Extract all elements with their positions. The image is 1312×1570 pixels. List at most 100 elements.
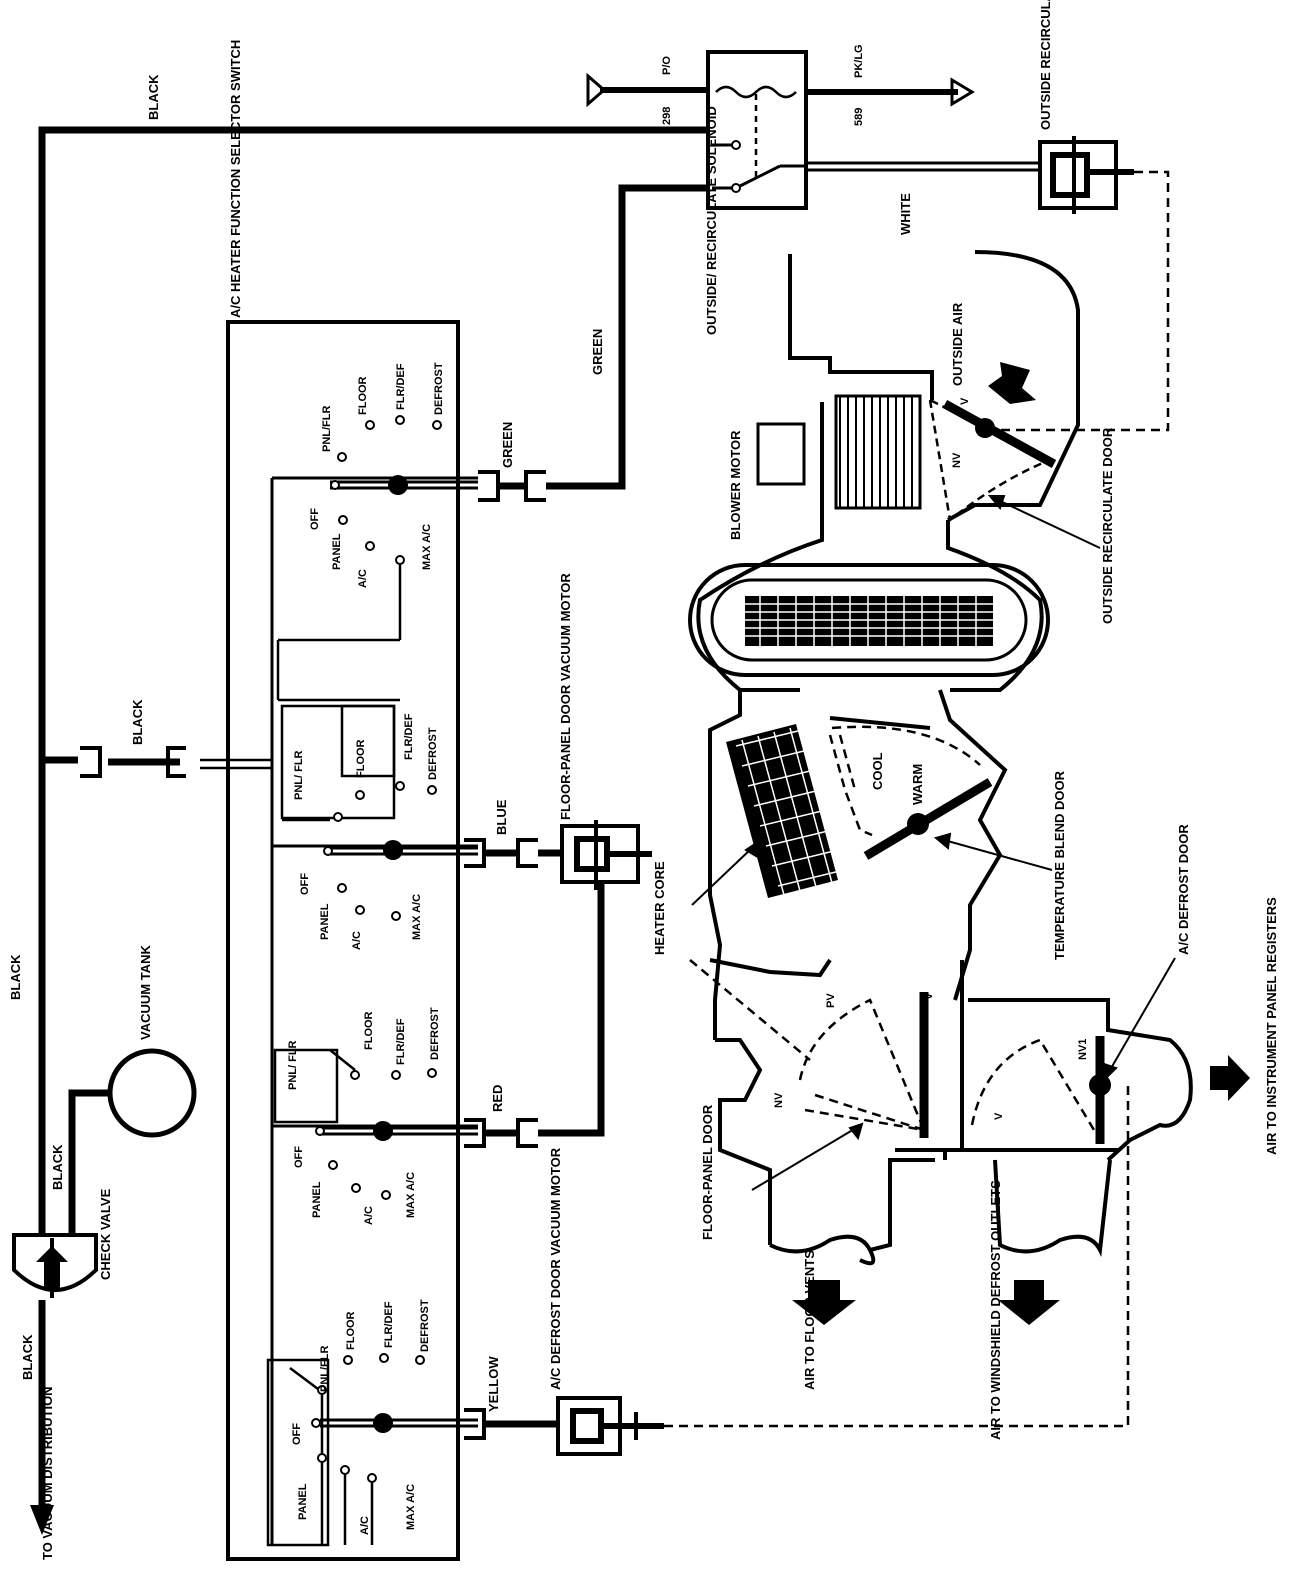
- sw3-panel: PANEL: [311, 1181, 323, 1218]
- sw1-max-ac: MAX A/C: [421, 524, 433, 570]
- label-green-line: GREEN: [590, 329, 605, 375]
- solenoid-wire-left: [586, 72, 708, 108]
- label-wire-right-color: PK/LG: [853, 44, 865, 78]
- sw2-off: OFF: [299, 873, 311, 895]
- sw1-pnl-flr: PNL/FLR: [321, 406, 333, 452]
- sw4-panel: PANEL: [297, 1483, 309, 1520]
- recirculate-door-linkage: [1000, 170, 1170, 432]
- label-air-windshield: AIR TO WINDSHIELD DEFROST OUTLETS: [988, 1180, 1003, 1440]
- defrost-door-linkage: [664, 1085, 1130, 1428]
- sw1-ac: A/C: [357, 569, 369, 588]
- blend-door-arc: [831, 725, 981, 766]
- label-floor-panel-door: FLOOR-PANEL DOOR: [700, 1104, 715, 1240]
- function-selector-switch: [226, 320, 478, 1561]
- blue-vacuum-line: [464, 838, 562, 868]
- mark-v-floor: V: [923, 992, 935, 1000]
- sw3-flr-def: FLR/DEF: [395, 1018, 407, 1065]
- label-cool: COOL: [870, 752, 885, 790]
- sw3-off: OFF: [293, 1146, 305, 1168]
- heater-core: [726, 724, 845, 898]
- sw3-floor: FLOOR: [363, 1011, 375, 1050]
- sw4-flr-def: FLR/DEF: [383, 1301, 395, 1348]
- mark-nv-floor: NV: [773, 1092, 785, 1108]
- sw3-defrost: DEFROST: [429, 1007, 441, 1060]
- sw1-floor: FLOOR: [357, 376, 369, 415]
- label-to-vacuum-distribution: TO VACUUM DISTRIBUTION: [40, 1386, 55, 1560]
- label-function-switch: A/C HEATER FUNCTION SELECTOR SWITCH: [228, 40, 243, 318]
- label-black-bottom: BLACK: [20, 1334, 35, 1380]
- sw4-pnl-flr: PNL/FLR: [319, 1346, 331, 1392]
- sw4-off: OFF: [291, 1423, 303, 1445]
- label-blue-port: BLUE: [494, 799, 509, 835]
- switch-position-markers: [311, 415, 442, 1483]
- sw1-flr-def: FLR/DEF: [395, 363, 407, 410]
- arrow-down-icon: [792, 1280, 856, 1325]
- yellow-vacuum-line: [464, 1408, 558, 1440]
- switch-port-lines: [320, 475, 478, 1433]
- label-check-valve: CHECK VALVE: [98, 1188, 113, 1280]
- sw2-max-ac: MAX A/C: [411, 894, 423, 940]
- sw4-ac: A/C: [359, 1516, 371, 1535]
- arrow-right-icon: [1210, 1055, 1250, 1101]
- label-vacuum-tank: VACUUM TANK: [138, 945, 153, 1040]
- sw1-defrost: DEFROST: [433, 362, 445, 415]
- mark-v-recirc: V: [959, 397, 971, 405]
- cool-position-arc: [828, 734, 873, 837]
- heater-core-dash-leader: [689, 959, 811, 1061]
- label-defrost-motor: A/C DEFROST DOOR VACUUM MOTOR: [548, 1147, 563, 1390]
- arrow-down-icon: [998, 1280, 1060, 1325]
- sw2-panel: PANEL: [319, 903, 331, 940]
- recirculate-door-vacuum-motor: [1038, 136, 1134, 214]
- label-white-line: WHITE: [898, 193, 913, 235]
- white-vacuum-line: [806, 161, 1040, 172]
- vacuum-tank: [107, 1048, 197, 1138]
- sw4-floor: FLOOR: [345, 1311, 357, 1350]
- sw3-ac: A/C: [363, 1206, 375, 1225]
- recirculate-door-arc: [928, 397, 1054, 523]
- floor-panel-door-arc: [798, 998, 926, 1132]
- sw2-defrost: DEFROST: [427, 727, 439, 780]
- label-wire-right-num: 589: [853, 108, 865, 126]
- black-line-connector: [80, 746, 186, 778]
- label-wire-left-color: P/O: [661, 56, 673, 75]
- sw2-ac: A/C: [351, 931, 363, 950]
- label-temp-blend-door: TEMPERATURE BLEND DOOR: [1052, 770, 1067, 960]
- evaporator-core: [688, 563, 1050, 677]
- temperature-blend-door: [863, 778, 993, 860]
- distribution-housing: [709, 958, 1193, 1266]
- label-yellow-port: YELLOW: [486, 1356, 501, 1412]
- sw2-flr-def: FLR/DEF: [403, 713, 415, 760]
- sw3-max-ac: MAX A/C: [405, 1172, 417, 1218]
- label-black-top: BLACK: [146, 74, 161, 120]
- sw1-panel: PANEL: [331, 533, 343, 570]
- check-valve: [12, 1233, 98, 1298]
- leader-lines: [691, 495, 1176, 1191]
- outside-recirculate-solenoid: [706, 50, 808, 210]
- sw3-pnl-flr: PNL/ FLR: [287, 1040, 299, 1090]
- label-ac-defrost-door: A/C DEFROST DOOR: [1176, 824, 1191, 955]
- label-air-floor: AIR TO FLOOR VENTS: [802, 1250, 817, 1390]
- label-black-left: BLACK: [8, 954, 23, 1000]
- outside-recirculate-door: [942, 400, 1057, 468]
- label-green-port: GREEN: [500, 422, 515, 468]
- label-floor-panel-motor: FLOOR-PANEL DOOR VACUUM MOTOR: [558, 573, 573, 820]
- sw1-off: OFF: [309, 508, 321, 530]
- label-heater-core: HEATER CORE: [652, 861, 667, 955]
- label-warm: WARM: [910, 764, 925, 805]
- label-black-tank: BLACK: [50, 1144, 65, 1190]
- mark-pv: PV: [825, 993, 837, 1008]
- heater-housing: [708, 689, 1008, 1040]
- defrost-door-arc: [970, 1038, 1102, 1141]
- black-supply-line: [38, 126, 708, 1235]
- defrost-door-vacuum-motor: [556, 1396, 664, 1456]
- floor-panel-vacuum-motor: [560, 820, 652, 890]
- label-outside-air: OUTSIDE AIR: [950, 302, 965, 386]
- label-recirculate-door: OUTSIDE RECIRCULATE DOOR: [1100, 427, 1115, 624]
- label-wire-left-num: 298: [661, 107, 673, 125]
- label-recirc-motor: OUTSIDE RECIRCULATE DOOR VACUUM MOTOR: [1038, 0, 1053, 130]
- label-air-instrument: AIR TO INSTRUMENT PANEL REGISTERS: [1264, 897, 1279, 1155]
- red-vacuum-line: [464, 882, 605, 1148]
- outside-air-arrow-icon: [988, 362, 1036, 404]
- green-vacuum-line: [478, 184, 712, 502]
